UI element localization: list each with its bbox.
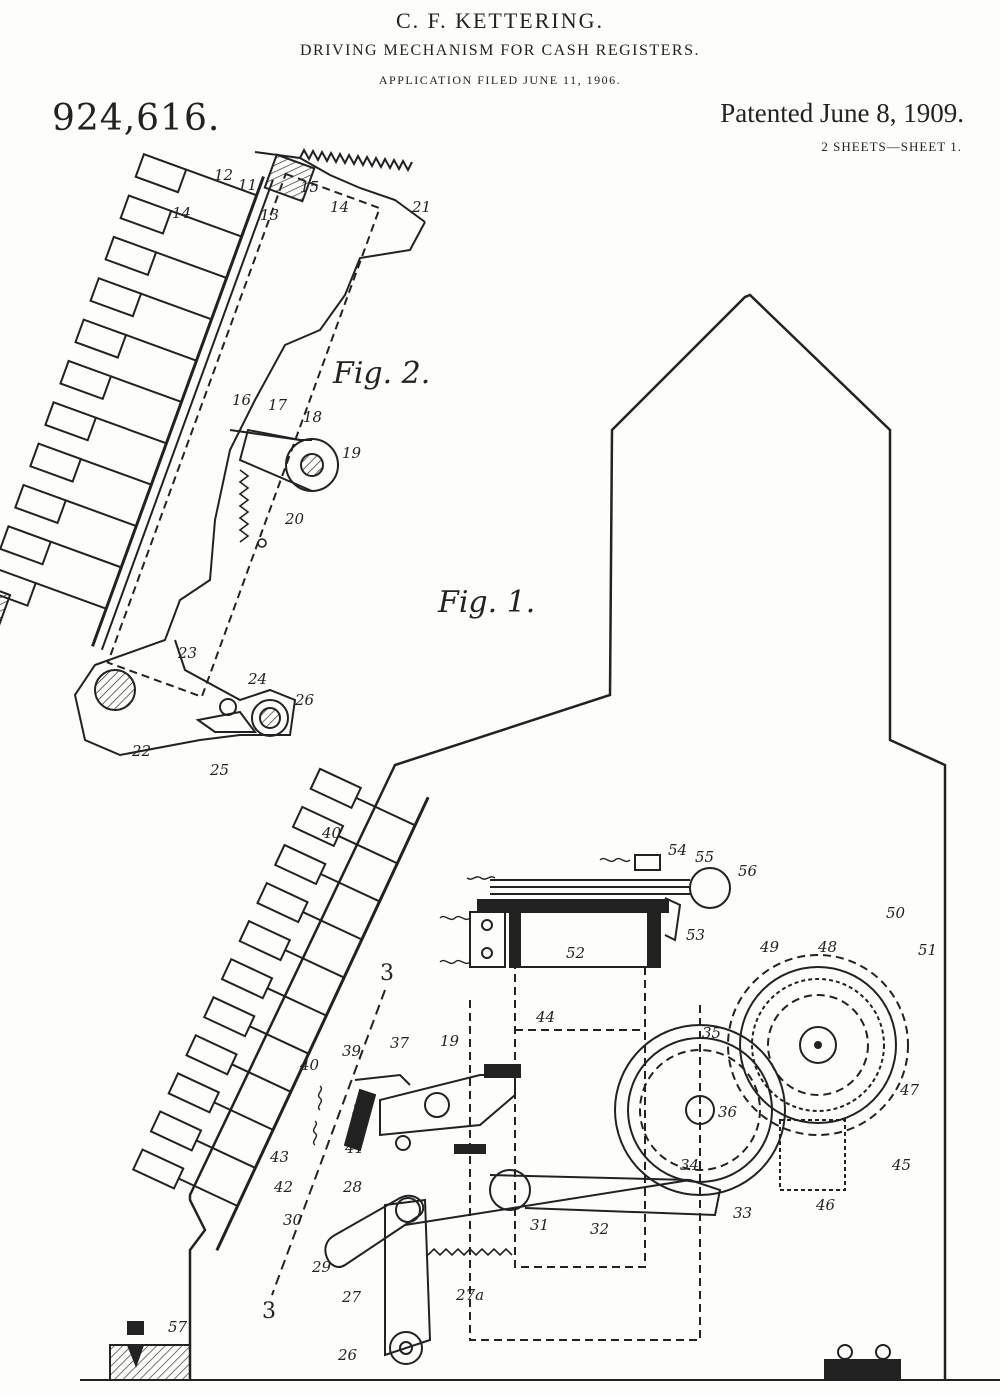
sheet-count: 2 SHEETS—SHEET 1. bbox=[821, 139, 962, 154]
ref-35: 35 bbox=[702, 1024, 721, 1042]
ref-27a: 27a bbox=[455, 1286, 484, 1304]
fig1-key-bank bbox=[131, 767, 430, 1252]
inventor-name: C. F. KETTERING. bbox=[395, 8, 605, 33]
ref-19-fig1: 19 bbox=[440, 1032, 460, 1050]
ref-57: 57 bbox=[168, 1318, 188, 1336]
section-mark-lower: 3 bbox=[262, 1299, 276, 1324]
ref-53: 53 bbox=[686, 926, 705, 944]
ref-26-fig1: 26 bbox=[337, 1346, 358, 1364]
ref-52: 52 bbox=[566, 944, 585, 962]
ref-56: 56 bbox=[738, 862, 758, 880]
ref-34: 34 bbox=[680, 1156, 699, 1174]
ref-36: 36 bbox=[718, 1103, 738, 1121]
fig2-key-row bbox=[0, 152, 381, 699]
fig1-label: Fig. 1. bbox=[437, 585, 535, 620]
ref-22: 22 bbox=[131, 742, 151, 760]
ref-12: 12 bbox=[214, 166, 233, 184]
section-mark-upper: 3 bbox=[380, 961, 394, 986]
ref-27: 27 bbox=[341, 1288, 362, 1306]
ref-40-key: 40 bbox=[299, 1056, 320, 1074]
ref-19: 19 bbox=[342, 444, 362, 462]
ref-13: 13 bbox=[260, 206, 279, 224]
ref-54: 54 bbox=[668, 841, 687, 859]
patent-title: DRIVING MECHANISM FOR CASH REGISTERS. bbox=[300, 42, 700, 59]
ref-44: 44 bbox=[535, 1008, 555, 1026]
ref-30: 30 bbox=[283, 1211, 303, 1229]
ref-46: 46 bbox=[815, 1196, 836, 1214]
ref-16: 16 bbox=[232, 391, 252, 409]
ref-14-key: 14 bbox=[172, 204, 191, 222]
cabinet-outline bbox=[188, 293, 947, 1380]
ref-31: 31 bbox=[530, 1216, 549, 1234]
ref-41: 41 bbox=[344, 1139, 364, 1157]
ref-48: 48 bbox=[817, 938, 837, 956]
ref-21: 21 bbox=[411, 198, 431, 216]
ref-15: 15 bbox=[300, 178, 319, 196]
ref-40-bank: 40 bbox=[321, 824, 342, 842]
fig2-label: Fig. 2. bbox=[332, 356, 430, 391]
ref-20: 20 bbox=[284, 510, 305, 528]
ref-14: 14 bbox=[330, 198, 349, 216]
ref-28: 28 bbox=[342, 1178, 362, 1196]
patented-date: Patented June 8, 1909. bbox=[720, 98, 964, 128]
fig2-drawing bbox=[0, 147, 426, 757]
ref-39: 39 bbox=[342, 1042, 362, 1060]
ref-24: 24 bbox=[247, 670, 267, 688]
ref-18: 18 bbox=[303, 408, 322, 426]
ref-45: 45 bbox=[891, 1156, 911, 1174]
fig1-drawing bbox=[80, 293, 1000, 1381]
ref-50: 50 bbox=[886, 904, 906, 922]
ref-38: 38 bbox=[352, 1101, 371, 1119]
ref-32: 32 bbox=[590, 1220, 609, 1238]
filing-date: APPLICATION FILED JUNE 11, 1906. bbox=[378, 73, 622, 87]
ref-43: 43 bbox=[269, 1148, 289, 1166]
ref-51: 51 bbox=[918, 941, 937, 959]
ref-49: 49 bbox=[759, 938, 780, 956]
ref-47: 47 bbox=[899, 1081, 920, 1099]
ref-25: 25 bbox=[209, 761, 229, 779]
ref-23: 23 bbox=[177, 644, 197, 662]
ref-37: 37 bbox=[390, 1034, 410, 1052]
patent-number: 924,616. bbox=[52, 98, 221, 139]
ref-29: 29 bbox=[311, 1258, 332, 1276]
ref-17: 17 bbox=[268, 396, 288, 414]
ref-11: 11 bbox=[238, 176, 257, 194]
ref-42: 42 bbox=[273, 1178, 293, 1196]
ref-33: 33 bbox=[733, 1204, 752, 1222]
ref-26: 26 bbox=[294, 691, 315, 709]
ref-55: 55 bbox=[695, 848, 714, 866]
